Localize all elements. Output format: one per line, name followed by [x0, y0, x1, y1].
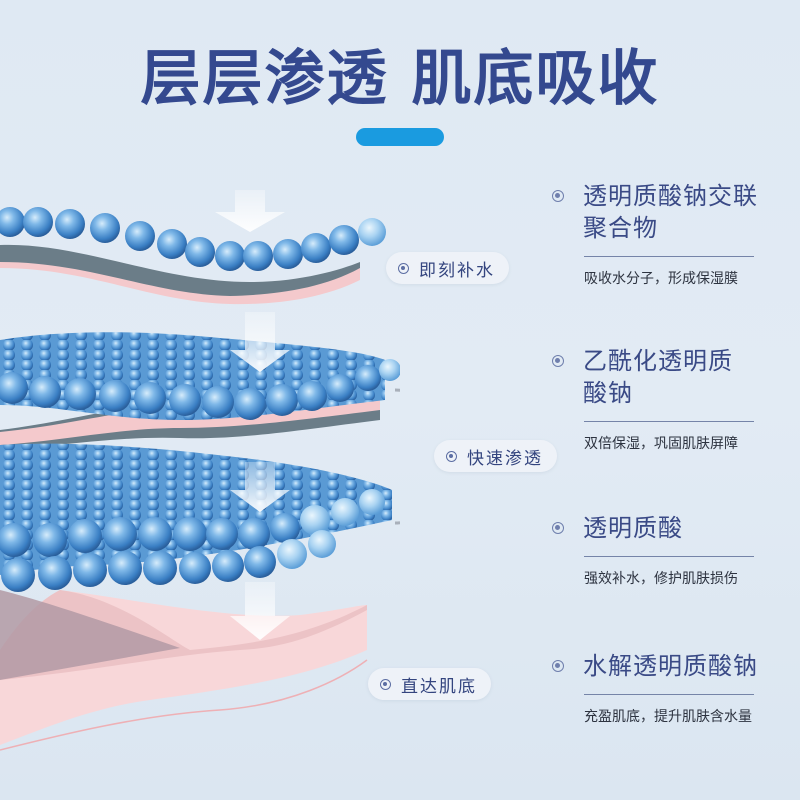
sphere-row-1: [0, 207, 386, 271]
stage-label: 快速渗透: [467, 448, 543, 469]
stage-label: 直达肌底: [401, 676, 477, 697]
stage-label: 即刻补水: [419, 260, 495, 281]
ingredient-item: 透明质酸 强效补水，修护肌肤损伤: [552, 512, 782, 589]
bracket-icon: [394, 388, 400, 525]
ingredient-desc: 强效补水，修护肌肤损伤: [584, 571, 738, 587]
title-accent-bar: [356, 128, 444, 146]
ingredient-item: 水解透明质酸钠 充盈肌底，提升肌肤含水量: [552, 650, 782, 727]
ingredient-desc: 双倍保湿，巩固肌肤屏障: [584, 436, 738, 452]
radio-dot-icon: [552, 355, 564, 367]
ingredient-name: 透明质酸钠交联聚合物: [583, 182, 758, 242]
page-title: 层层渗透 肌底吸收: [140, 44, 660, 114]
skin-layers-illustration: [0, 190, 400, 751]
radio-dot-icon: [398, 262, 409, 274]
down-arrow-icon-1: [215, 190, 285, 232]
ingredient-name: 乙酰化透明质酸钠: [583, 347, 733, 407]
stage-pill-instant-hydration: 即刻补水: [386, 252, 509, 284]
ingredient-item: 乙酰化透明质酸钠 双倍保湿，巩固肌肤屏障: [552, 345, 782, 454]
radio-dot-icon: [552, 190, 564, 202]
down-arrow-icon-2: [230, 312, 290, 372]
divider: [584, 256, 754, 257]
ingredient-desc: 吸收水分子，形成保湿膜: [584, 271, 738, 287]
ingredient-desc: 充盈肌底，提升肌肤含水量: [584, 709, 752, 725]
stage-pill-deep-reach: 直达肌底: [368, 668, 491, 700]
ingredient-name: 透明质酸: [583, 514, 683, 542]
radio-dot-icon: [552, 660, 564, 672]
radio-dot-icon: [446, 450, 457, 462]
down-arrow-icon-4: [230, 582, 290, 640]
radio-dot-icon: [380, 678, 391, 690]
divider: [584, 556, 754, 557]
stage-pill-fast-penetration: 快速渗透: [434, 440, 557, 472]
divider: [584, 694, 754, 695]
divider: [584, 421, 754, 422]
ingredient-item: 透明质酸钠交联聚合物 吸收水分子，形成保湿膜: [552, 180, 782, 289]
down-arrow-icon-3: [230, 462, 290, 512]
ingredient-name: 水解透明质酸钠: [583, 652, 758, 680]
radio-dot-icon: [552, 522, 564, 534]
